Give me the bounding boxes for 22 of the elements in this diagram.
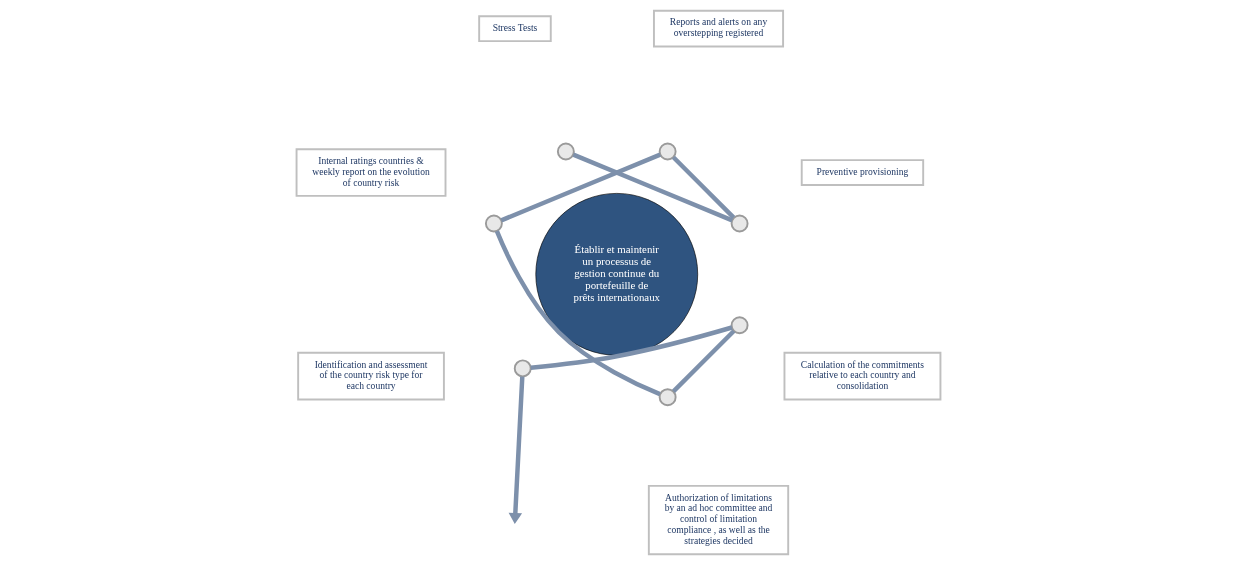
arrow: [508, 376, 525, 524]
node-circle: [658, 142, 677, 161]
node-circle: [484, 214, 503, 233]
node-box: Preventive provisioning: [800, 159, 925, 186]
node-circle: [513, 359, 532, 378]
connector: [671, 329, 736, 393]
connector: [530, 325, 733, 370]
node-box: Identification and assessment of the country risk type for each country: [297, 351, 445, 401]
connector: [572, 152, 733, 223]
node-box: Stress Tests: [478, 15, 552, 43]
node-circle: [658, 388, 677, 407]
node-box: Authorization of limitations by an ad hoc committee and control of limitation compliance , as well as the strategies decided: [647, 484, 790, 556]
node-circle: [730, 214, 749, 233]
connector: [671, 155, 736, 220]
node-box: Reports and alerts on any overstepping registered: [653, 9, 785, 48]
node-box: Internal ratings countries & weekly report on the evolution of country risk: [295, 148, 447, 197]
connector: [494, 230, 661, 397]
connector: [500, 152, 662, 223]
node-circle: [556, 142, 575, 161]
node-circle: [730, 316, 749, 335]
node-circle: Établir et maintenir un processus de gestion continue du portefeuille de prêts internationaux: [535, 193, 699, 356]
node-box: Calculation of the commitments relative to each country and consolidation: [783, 351, 942, 401]
